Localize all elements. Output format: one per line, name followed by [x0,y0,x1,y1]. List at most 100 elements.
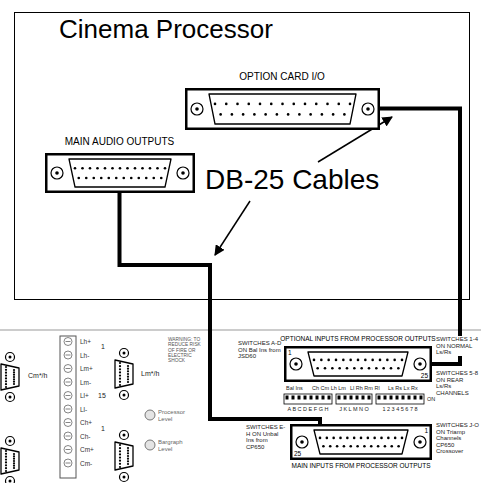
connector-pin [292,102,295,105]
pin-number: 1 [288,349,292,356]
terminal-screw [64,392,72,400]
terminal-screw [64,338,72,346]
dip-switch-block [336,394,372,404]
connector-pin [5,374,7,376]
connector-pin [127,368,129,370]
terminal-slot [66,449,71,450]
db25-cable [380,109,461,365]
terminal-slot [66,368,71,369]
connector-pin [314,102,317,105]
connector-pin [379,359,382,362]
connector-pin [118,166,121,169]
connector-pin [342,359,345,362]
terminal-screw [64,378,72,386]
terminal-label: Lm- [80,379,91,386]
connector-pin [119,466,121,468]
connector-screw-hole [123,476,126,479]
terminal-slot [66,422,71,423]
connector-pin [5,450,7,452]
connector-pin [397,445,400,448]
dip-switch [292,396,295,400]
connector-screw-hole [123,352,126,355]
connector-pin [337,102,340,105]
leader-arrow [318,117,392,162]
connector-pin [107,176,110,179]
connector-pin [316,367,319,370]
connector-pin [356,445,359,448]
terminal-slot [66,409,71,410]
connector-screw [120,473,129,482]
connector-pin [353,437,356,440]
switch-numbers: 1 2 3 4 5 6 7 8 [382,406,417,412]
connector-pin [122,176,125,179]
dip-switch-block [376,394,424,404]
connector-heading: OPTION CARD I/O [239,71,325,82]
connector-pin [13,374,15,376]
terminal-screw [64,432,72,440]
connector-pin [5,383,7,385]
connector-outline [284,346,432,382]
dip-switch [414,396,417,400]
connector-pin [81,166,84,169]
connector-screw-hole [9,480,12,483]
knob-label: Bargraph Level [158,439,198,452]
dip-switch [396,396,399,400]
switch-note: SWITCHES A-D ON Bal Ins from JSD60 [238,340,282,360]
dip-switch [420,396,423,400]
connector-pin [320,359,323,362]
connector-pin [129,176,132,179]
db15-connector [1,448,19,474]
connector-pin [5,453,7,455]
connector-screw [177,167,189,179]
connector-screw [290,358,302,370]
connector-pin [127,463,129,465]
connector-screw [191,103,203,115]
connector-pin [357,359,360,362]
connector-pin [375,367,378,370]
connector-pin [324,367,327,370]
connector-pin [127,450,129,452]
connector-pin [119,362,121,364]
connector-pin [247,102,250,105]
connector-pin [119,447,121,449]
callout-label: DB-25 Cables [205,165,379,196]
connector-screw [120,349,129,358]
connector-pin [119,463,121,465]
connector-pin [5,467,7,469]
connector-pin [127,373,129,375]
connector-pin [313,359,316,362]
connector-pin [327,359,330,362]
connector-pin [133,166,136,169]
connector-pin [303,102,306,105]
dip-switch [322,396,325,400]
connector-screw [120,431,129,440]
connector-pin [329,445,332,448]
connector-pin [73,166,76,169]
connector-pin [13,376,15,378]
connector-pin [5,366,7,368]
connector-pin [127,460,129,462]
connector-pin [137,176,140,179]
connector-screw-hole [181,171,185,175]
connector-pin [309,113,312,116]
connector-pin [326,437,329,440]
connector-pin [335,359,338,362]
dip-switch [384,396,387,400]
connector-pin [13,453,15,455]
connector-pin [275,113,278,116]
terminal-label: Cm+ [80,446,94,453]
connector-screw [362,103,374,115]
connector-housing [285,347,431,381]
terminal-slot [66,355,71,356]
connector-pin [13,458,15,460]
connector-pin [13,381,15,383]
dip-switch-block [284,394,332,404]
connector-pin [346,437,349,440]
connector-pin [13,369,15,371]
connector-housing [186,89,379,129]
connector-pin [5,380,7,382]
dip-switch [350,396,353,400]
level-knob [145,410,155,420]
